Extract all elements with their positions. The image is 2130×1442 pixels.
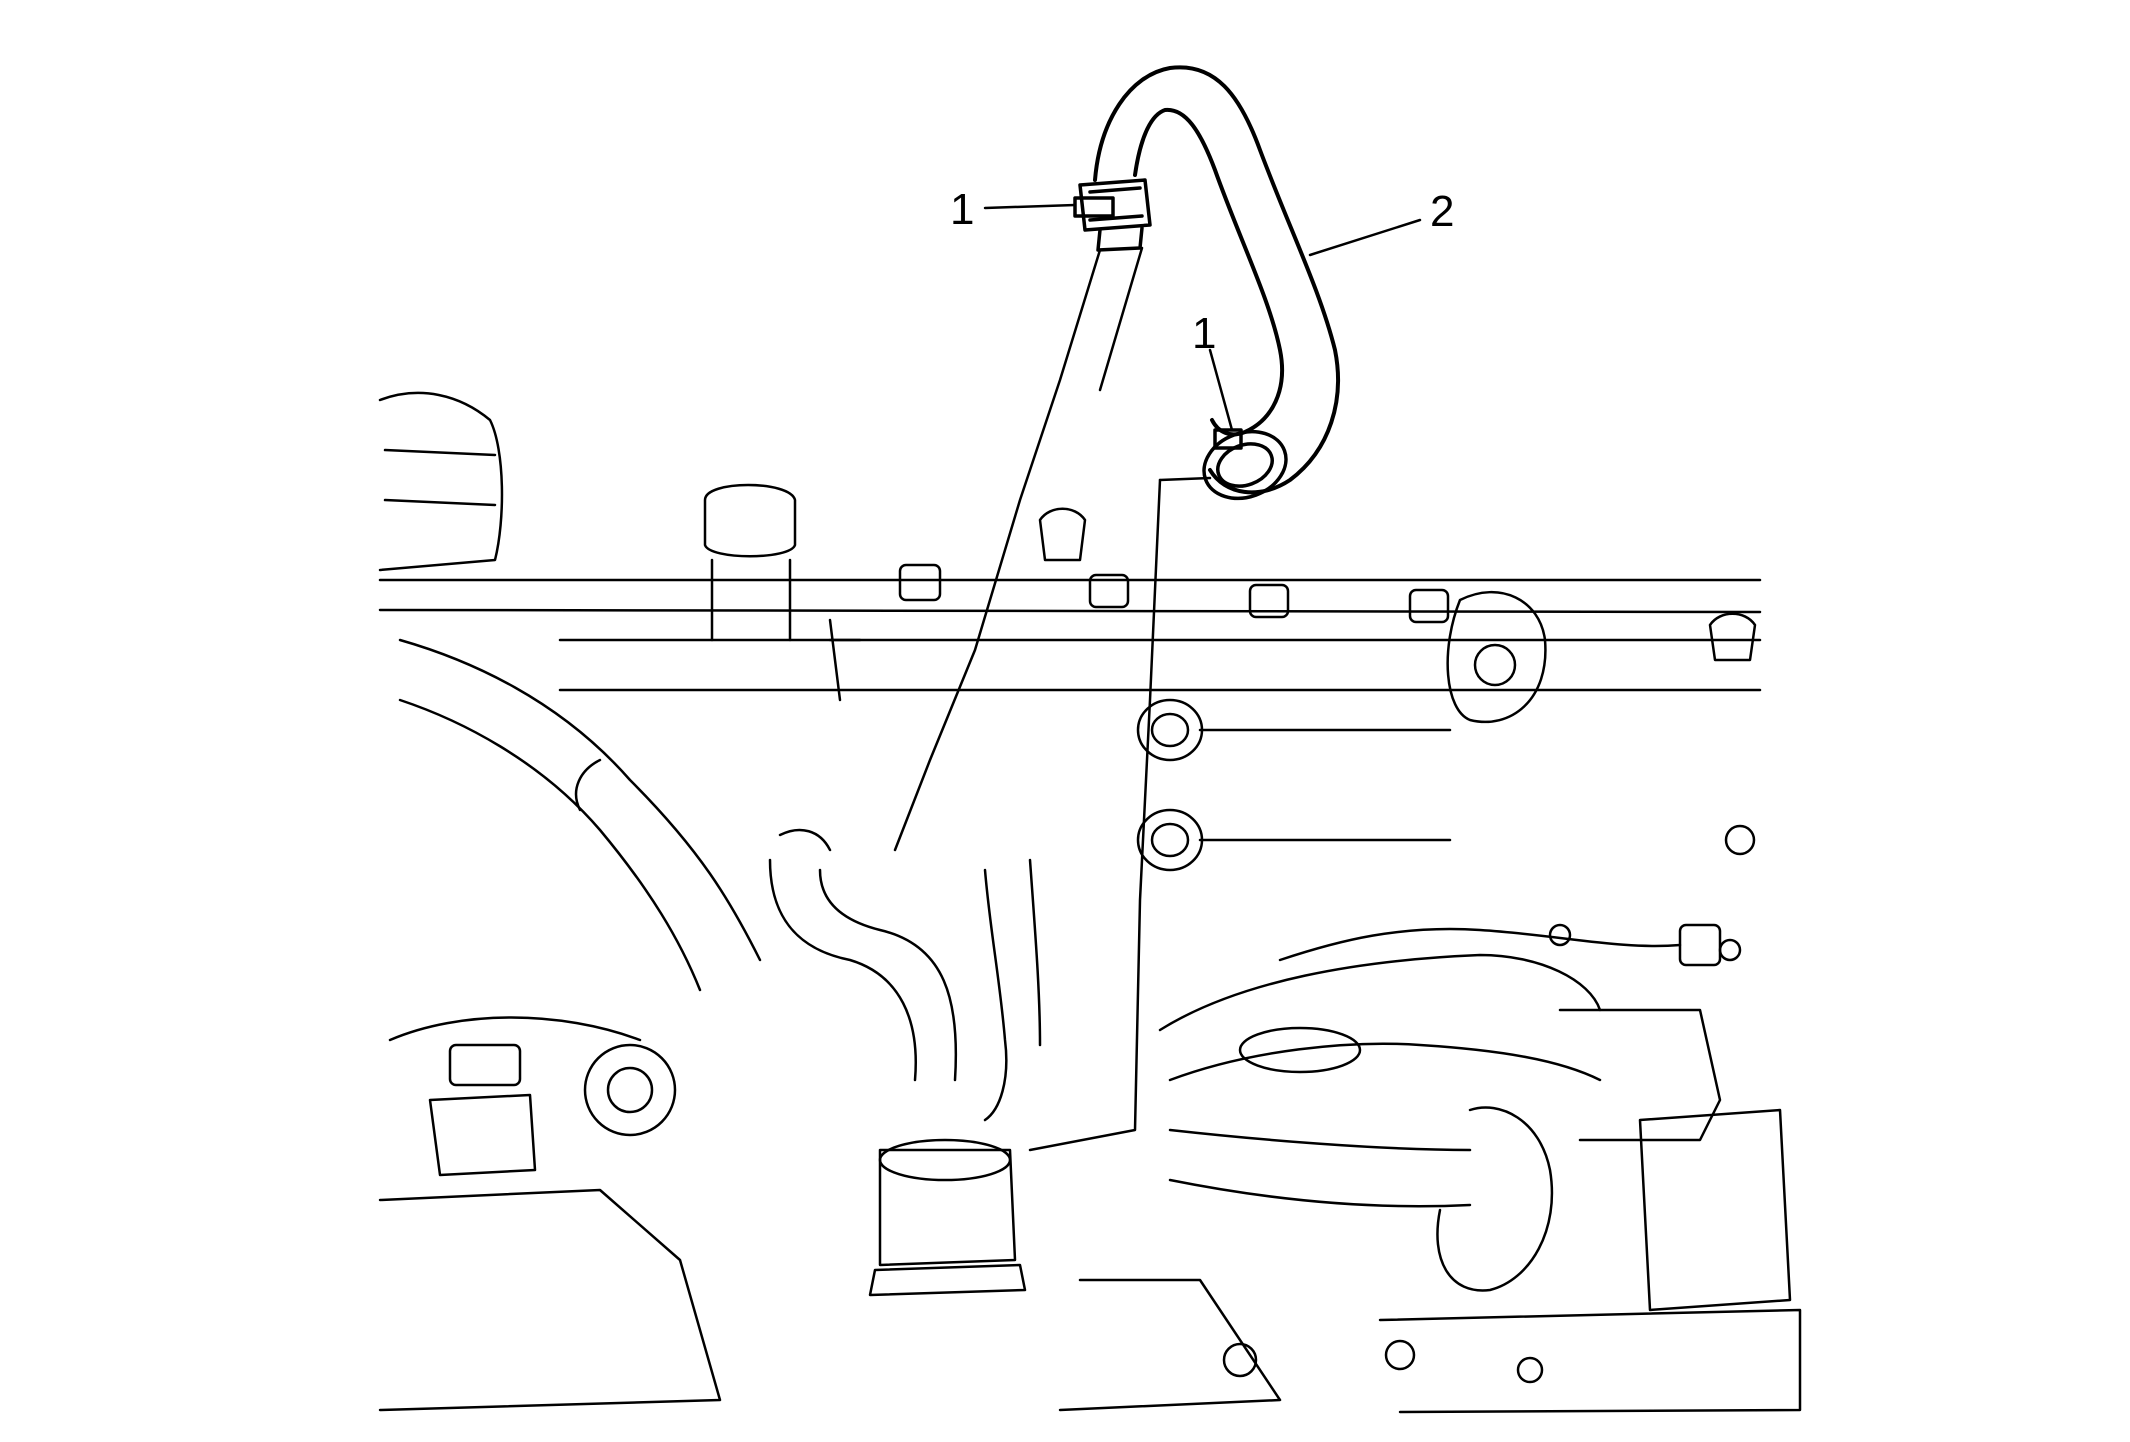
callout-1-upper-clamp: 1 (950, 185, 975, 234)
callout-leaders (983, 203, 1422, 432)
callout-1-lower-clamp: 1 (1192, 309, 1217, 358)
hose-routing-lines (893, 246, 1212, 1152)
engine-assembly (378, 391, 1802, 1414)
hose-clamp-upper (1073, 178, 1152, 252)
callout-2-hose: 2 (1430, 187, 1455, 236)
